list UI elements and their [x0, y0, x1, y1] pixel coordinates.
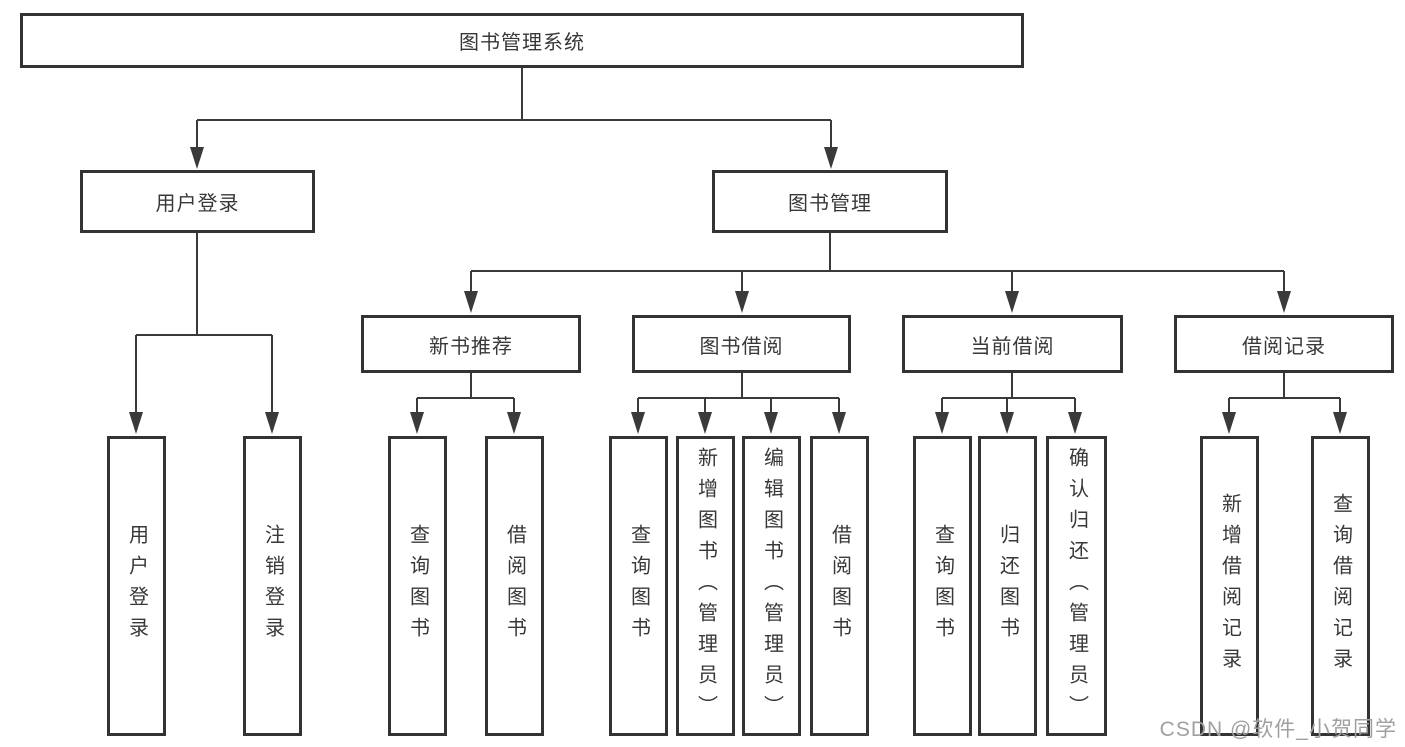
- leaf-borrow-books-recommend: 借阅图书: [485, 436, 544, 736]
- leaf-query-books-current: 查询图书: [913, 436, 972, 736]
- node-borrowing-records: 借阅记录: [1174, 315, 1394, 373]
- leaf-label: 查询借阅记录: [1329, 493, 1352, 679]
- leaf-label: 新增图书（管理员）: [694, 446, 717, 726]
- leaf-add-borrow-record: 新增借阅记录: [1200, 436, 1259, 736]
- node-label: 图书管理: [788, 193, 872, 215]
- node-current-borrowing: 当前借阅: [902, 315, 1123, 373]
- node-book-management: 图书管理: [712, 170, 948, 233]
- leaf-logout: 注销登录: [243, 436, 302, 736]
- leaf-label: 用户登录: [125, 524, 148, 648]
- node-label: 图书借阅: [699, 335, 784, 358]
- leaf-label: 注销登录: [261, 524, 284, 648]
- leaf-label: 查询图书: [627, 524, 650, 648]
- leaf-label: 借阅图书: [503, 524, 526, 648]
- leaf-label: 借阅图书: [828, 524, 851, 648]
- node-user-login: 用户登录: [80, 170, 315, 233]
- node-label: 当前借阅: [970, 335, 1055, 358]
- leaf-label: 新增借阅记录: [1218, 493, 1241, 679]
- leaf-borrow-books: 借阅图书: [810, 436, 869, 736]
- leaf-query-books-recommend: 查询图书: [388, 436, 447, 736]
- leaf-label: 确认归还（管理员）: [1065, 446, 1088, 726]
- node-label: 用户登录: [155, 193, 240, 215]
- node-label: 借阅记录: [1242, 335, 1326, 358]
- node-label: 图书管理系统: [459, 32, 585, 54]
- node-new-book-recommendation: 新书推荐: [361, 315, 581, 373]
- leaf-add-book-admin: 新增图书（管理员）: [676, 436, 735, 736]
- node-label: 新书推荐: [429, 335, 513, 358]
- leaf-label: 编辑图书（管理员）: [760, 446, 783, 726]
- csdn-watermark: CSDN @软件_小贺同学: [1159, 718, 1397, 741]
- leaf-return-book: 归还图书: [978, 436, 1037, 736]
- leaf-edit-book-admin: 编辑图书（管理员）: [742, 436, 801, 736]
- node-book-borrowing: 图书借阅: [632, 315, 851, 373]
- leaf-confirm-return-admin: 确认归还（管理员）: [1046, 436, 1107, 736]
- node-library-management-system: 图书管理系统: [20, 13, 1024, 68]
- leaf-query-borrow-record: 查询借阅记录: [1311, 436, 1370, 736]
- leaf-label: 查询图书: [931, 524, 954, 648]
- leaf-label: 归还图书: [996, 524, 1019, 648]
- leaf-query-books-borrow: 查询图书: [609, 436, 668, 736]
- leaf-user-login: 用户登录: [107, 436, 166, 736]
- leaf-label: 查询图书: [406, 524, 429, 648]
